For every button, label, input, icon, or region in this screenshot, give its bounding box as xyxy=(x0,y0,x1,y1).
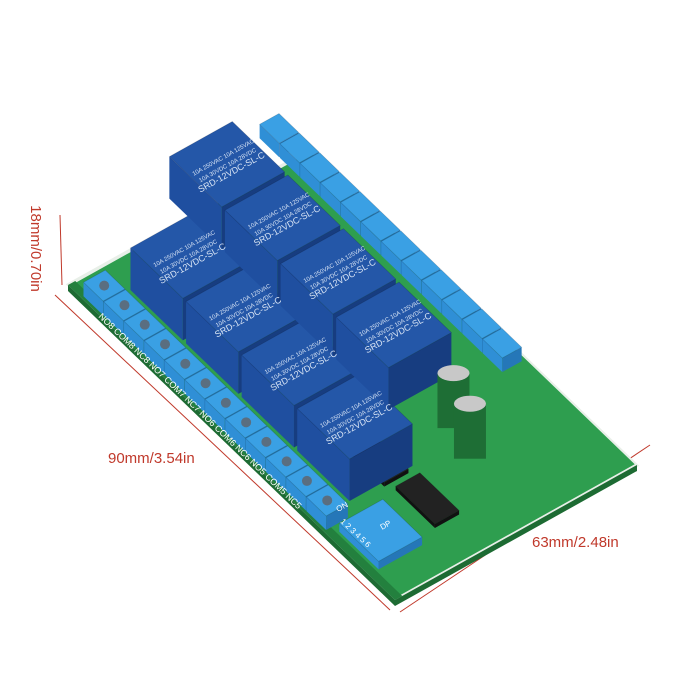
terminal-block-side xyxy=(205,399,225,433)
pcb-edge xyxy=(68,285,395,606)
terminal-block-side xyxy=(326,503,348,530)
terminal-block xyxy=(441,288,482,320)
terminal-block xyxy=(380,230,421,261)
relay-side xyxy=(241,355,294,448)
terminal-block xyxy=(279,132,320,164)
terminal-block xyxy=(421,269,462,300)
terminal-screw xyxy=(160,339,171,350)
relay-side xyxy=(280,263,333,357)
pcb-edge xyxy=(395,465,637,606)
terminal-block-side xyxy=(286,477,306,511)
terminal-screw xyxy=(301,475,312,486)
terminal-block-side xyxy=(401,261,422,294)
capacitor-top xyxy=(453,395,486,412)
terminal-screw xyxy=(281,456,292,467)
dip-switch xyxy=(338,498,423,562)
relay-side xyxy=(186,301,239,394)
terminal-screw xyxy=(322,495,333,506)
terminal-screw xyxy=(220,397,231,408)
terminal-block-side xyxy=(83,282,104,316)
height-dimension-label: 18mm/0.70in xyxy=(26,205,44,292)
terminal-block-side xyxy=(225,418,246,452)
relay-side xyxy=(388,332,452,410)
terminal-block-side xyxy=(381,241,401,275)
terminal-block-side xyxy=(164,360,185,394)
ic-chip-side xyxy=(384,469,409,487)
terminal-block-side xyxy=(144,340,164,374)
relay-side xyxy=(336,317,389,410)
dip-switch-side xyxy=(339,523,379,570)
terminal-block xyxy=(319,171,361,203)
relay xyxy=(224,174,341,262)
terminal-block-side xyxy=(361,221,381,255)
relay xyxy=(279,228,397,315)
length-dimension-label: 90mm/3.54in xyxy=(108,450,195,467)
terminal-block-side xyxy=(442,300,462,333)
terminal-block-side xyxy=(300,163,320,197)
terminal-block-side xyxy=(265,458,286,491)
terminal-block-side xyxy=(245,438,266,472)
terminal-screw xyxy=(241,417,252,428)
terminal-screw xyxy=(99,280,110,291)
relay-side xyxy=(349,423,413,501)
terminal-block-side xyxy=(502,347,522,373)
terminal-block-side xyxy=(124,321,144,355)
terminal-block-side xyxy=(279,143,300,177)
ic-chip-side xyxy=(395,486,435,528)
terminal-screw xyxy=(139,319,150,330)
relay-side xyxy=(297,408,350,501)
dip-switch-side xyxy=(378,537,423,570)
terminal-block-side xyxy=(184,379,205,413)
terminal-block-side xyxy=(320,182,341,216)
terminal-screw xyxy=(261,436,272,447)
terminal-block xyxy=(299,152,340,183)
terminal-block-side xyxy=(462,319,482,353)
terminal-block-side xyxy=(103,301,124,335)
height-dimension-line xyxy=(59,214,63,286)
relay-side xyxy=(130,247,183,341)
ic-chip-side xyxy=(434,510,460,528)
terminal-screw xyxy=(200,378,211,389)
terminal-block xyxy=(360,210,401,242)
ic-chip xyxy=(394,472,460,525)
terminal-block-side xyxy=(482,339,503,373)
terminal-block xyxy=(461,308,503,339)
terminal-block xyxy=(481,327,523,359)
terminal-screw xyxy=(119,300,130,311)
terminal-block-side xyxy=(306,497,327,530)
terminal-block xyxy=(258,113,300,144)
relay xyxy=(335,281,453,369)
relay xyxy=(168,121,286,208)
capacitor xyxy=(453,403,486,459)
terminal-block-side xyxy=(340,202,361,236)
relay-side xyxy=(224,210,278,303)
terminal-screw xyxy=(180,358,191,369)
terminal-block-side xyxy=(421,280,442,314)
terminal-block-side xyxy=(259,124,280,158)
width-dimension-label: 63mm/2.48in xyxy=(532,534,619,551)
terminal-block xyxy=(340,191,381,222)
terminal-block xyxy=(400,249,442,281)
relay-side xyxy=(169,156,222,249)
capacitor-top xyxy=(437,365,470,382)
length-dimension-line xyxy=(54,294,391,611)
relay xyxy=(296,373,414,460)
